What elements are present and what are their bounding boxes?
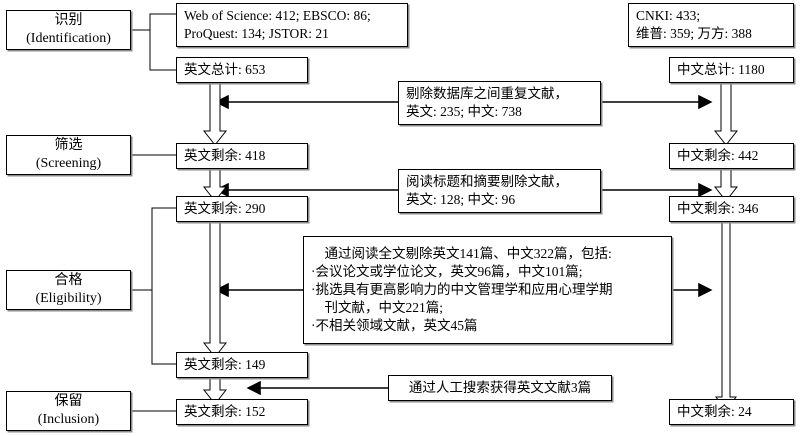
english-total-box: 英文总计: 653 (176, 57, 308, 83)
chinese-after-title-abstract-label: 中文剩余: 346 (677, 201, 759, 217)
wire-eligibility-bracket (131, 207, 176, 365)
exclusion-fulltext-line-4: 刊文献，中文221篇; (311, 299, 444, 315)
chinese-total-box: 中文总计: 1180 (669, 57, 794, 83)
english-after-title-abstract-label: 英文剩余: 290 (184, 201, 266, 217)
stage-box-screening: 筛选 (Screening) (6, 135, 131, 175)
stage-identification-en: (Identification) (26, 31, 111, 46)
exclusion-fulltext-box: 通过阅读全文剔除英文141篇、中文322篇，包括: ·会议论文或学位论文，英文9… (303, 236, 672, 344)
exclusion-duplicates-box: 剔除数据库之间重复文献， 英文: 235; 中文: 738 (398, 81, 601, 125)
chinese-after-dedup-box: 中文剩余: 442 (669, 143, 794, 169)
wire-english-down-arrows (202, 83, 228, 405)
stage-screening-cn: 筛选 (54, 137, 83, 153)
stage-eligibility-cn: 合格 (54, 272, 83, 288)
stage-identification-cn: 识别 (54, 12, 83, 28)
english-sources-line-1: Web of Science: 412; EBSCO: 86; (184, 8, 371, 24)
exclusion-title-abstract-line-1: 阅读标题和摘要剔除文献， (406, 174, 568, 190)
english-sources-box: Web of Science: 412; EBSCO: 86; ProQuest… (176, 3, 408, 47)
english-after-fulltext-box: 英文剩余: 149 (176, 352, 308, 378)
wire-identification-bracket (131, 13, 176, 71)
chinese-sources-line-1: CNKI: 433; (636, 8, 701, 24)
stage-eligibility-en: (Eligibility) (35, 291, 102, 306)
stage-inclusion-en: (Inclusion) (37, 412, 100, 427)
exclusion-fulltext-line-1: 通过阅读全文剔除英文141篇、中文322篇，包括: (311, 246, 612, 262)
english-total-label: 英文总计: 653 (184, 62, 266, 78)
stage-box-eligibility: 合格 (Eligibility) (6, 270, 131, 310)
wire-chinese-down-arrows (713, 83, 739, 412)
stage-box-inclusion: 保留 (Inclusion) (6, 391, 131, 431)
exclusion-title-abstract-box: 阅读标题和摘要剔除文献， 英文: 128; 中文: 96 (398, 169, 601, 213)
exclusion-duplicates-line-1: 剔除数据库之间重复文献， (406, 86, 568, 102)
chinese-after-dedup-label: 中文剩余: 442 (677, 148, 759, 164)
english-sources-line-2: ProQuest: 134; JSTOR: 21 (184, 26, 329, 41)
exclusion-title-abstract-line-2: 英文: 128; 中文: 96 (406, 192, 516, 207)
exclusion-fulltext-line-2: ·会议论文或学位论文，英文96篇，中文101篇; (311, 264, 583, 280)
stage-inclusion-cn: 保留 (54, 393, 83, 409)
chinese-final-box: 中文剩余: 24 (669, 399, 794, 425)
english-final-box: 英文剩余: 152 (176, 399, 308, 425)
english-after-title-abstract-box: 英文剩余: 290 (176, 196, 308, 222)
manual-search-box: 通过人工搜索获得英文文献3篇 (388, 375, 612, 401)
exclusion-fulltext-line-3: ·挑选具有更高影响力的中文管理学和应用心理学期 (311, 282, 613, 298)
chinese-total-label: 中文总计: 1180 (677, 62, 765, 78)
english-after-dedup-label: 英文剩余: 418 (184, 148, 266, 164)
chinese-final-label: 中文剩余: 24 (677, 404, 752, 420)
english-final-label: 英文剩余: 152 (184, 404, 266, 420)
manual-search-label: 通过人工搜索获得英文文献3篇 (408, 380, 592, 396)
stage-box-identification: 识别 (Identification) (6, 10, 131, 50)
stage-screening-en: (Screening) (35, 156, 102, 171)
exclusion-duplicates-line-2: 英文: 235; 中文: 738 (406, 104, 522, 119)
chinese-sources-line-2: 维普: 359; 万方: 388 (636, 26, 752, 41)
exclusion-fulltext-line-5: ·不相关领域文献，英文45篇 (311, 317, 478, 333)
english-after-fulltext-label: 英文剩余: 149 (184, 357, 266, 373)
chinese-sources-box: CNKI: 433; 维普: 359; 万方: 388 (628, 3, 794, 47)
english-after-dedup-box: 英文剩余: 418 (176, 143, 308, 169)
chinese-after-title-abstract-box: 中文剩余: 346 (669, 196, 794, 222)
